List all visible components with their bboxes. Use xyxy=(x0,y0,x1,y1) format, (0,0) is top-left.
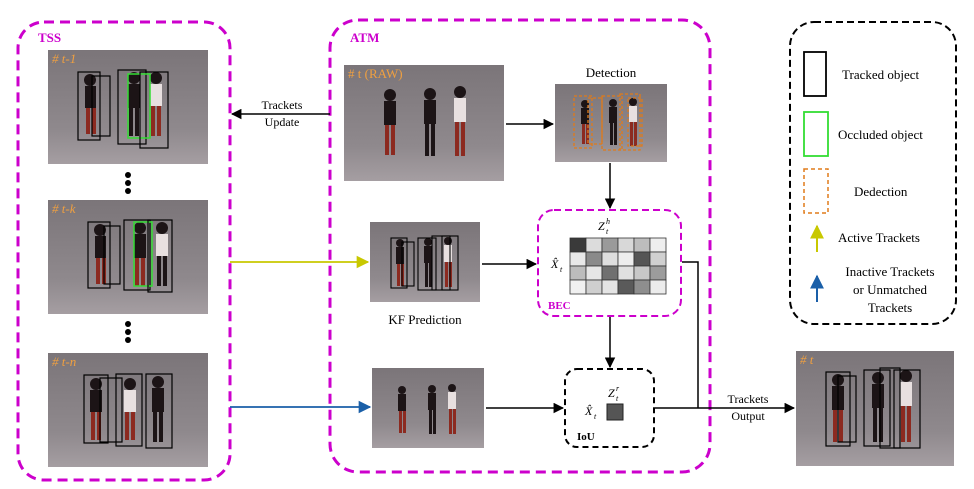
bec-matrix-cell xyxy=(585,279,603,295)
legend-tracked-swatch xyxy=(803,51,827,97)
frame-t-minus-n: # t-n xyxy=(48,353,208,467)
frame-output: # t xyxy=(796,351,954,466)
legend-inactive-line3: Trackets xyxy=(868,300,912,315)
iou-label: IoU xyxy=(577,431,595,443)
bec-label: BEC xyxy=(548,300,571,312)
bec-matrix-cell xyxy=(601,265,619,281)
tss-label: TSS xyxy=(38,30,61,45)
line-bec-to-output xyxy=(682,261,699,408)
z-h-symbol: Z h t xyxy=(598,217,610,236)
bec-box xyxy=(537,209,682,317)
ellipsis-dots-upper xyxy=(125,172,131,194)
bec-matrix-cell xyxy=(633,251,651,267)
frame-t-minus-1: # t-1 xyxy=(48,50,208,164)
atm-label: ATM xyxy=(350,30,379,45)
bec-matrix-cell xyxy=(585,265,603,281)
bec-matrix-cell xyxy=(569,265,587,281)
atm-group-border xyxy=(328,18,712,474)
bec-matrix-cell xyxy=(633,279,651,295)
trackets-update-line1: Trackets xyxy=(262,98,303,112)
bec-matrix-cell xyxy=(585,237,603,253)
bec-matrix-cell xyxy=(633,265,651,281)
legend-inactive-line2: or Unmatched xyxy=(853,282,928,297)
frame-inactive xyxy=(372,368,484,448)
bec-matrix-cell xyxy=(617,237,635,253)
bec-matrix-cell xyxy=(601,237,619,253)
trackets-output-line1: Trackets xyxy=(728,392,769,406)
bec-matrix-cell xyxy=(649,237,667,253)
frame-t-minus-k-label: # t-k xyxy=(52,201,76,216)
legend-occluded-label: Occluded object xyxy=(838,127,923,142)
x-hat2-base: X̂ xyxy=(584,404,593,418)
bec-matrix-cell xyxy=(601,279,619,295)
legend-occluded-swatch xyxy=(803,111,829,157)
frame-detection xyxy=(555,84,667,162)
trackets-output-line2: Output xyxy=(731,409,765,423)
trackets-update-line2: Update xyxy=(265,115,300,129)
legend-inactive-line1: Inactive Trackets xyxy=(845,264,934,279)
x-hat-base: X̂ xyxy=(550,257,559,271)
bec-matrix-cell xyxy=(617,251,635,267)
bec-matrix-cell xyxy=(633,237,651,253)
x-hat-symbol-bec: X̂ t xyxy=(550,257,563,274)
z-h-sup: h xyxy=(606,217,610,226)
frame-kf-prediction xyxy=(370,222,480,302)
z-r-sup: r xyxy=(616,384,620,393)
legend-tracked-label: Tracked object xyxy=(842,67,920,82)
x-hat-symbol-iou: X̂ t xyxy=(584,404,597,421)
z-r-sub: t xyxy=(616,394,619,403)
tss-group-border xyxy=(16,20,232,482)
bec-matrix-cell xyxy=(649,279,667,295)
bec-matrix-cell xyxy=(649,251,667,267)
bec-matrix-cell xyxy=(569,279,587,295)
frame-raw: # t (RAW) xyxy=(344,65,504,181)
bec-matrix-cell xyxy=(649,265,667,281)
x-hat2-sub: t xyxy=(594,412,597,421)
frame-t-minus-k: # t-k xyxy=(48,200,208,314)
legend-box xyxy=(789,21,957,325)
legend-active-label: Active Trackets xyxy=(838,230,920,245)
legend-detection-swatch xyxy=(803,168,829,214)
z-h-sub: t xyxy=(606,227,609,236)
iou-matrix-cell xyxy=(606,403,624,421)
bec-matrix-cell xyxy=(569,251,587,267)
bec-matrix-cell xyxy=(617,279,635,295)
x-hat-sub: t xyxy=(560,265,563,274)
z-r-base: Z xyxy=(608,386,615,400)
ellipsis-dots-lower xyxy=(125,321,131,343)
legend-detection-label: Dedection xyxy=(854,184,908,199)
bec-matrix-cell xyxy=(569,237,587,253)
frame-raw-label: # t (RAW) xyxy=(348,66,403,81)
iou-box xyxy=(564,368,655,448)
frame-output-label: # t xyxy=(800,352,814,367)
z-h-base: Z xyxy=(598,219,605,233)
bec-matrix-cell xyxy=(601,251,619,267)
z-r-symbol: Z r t xyxy=(608,384,620,403)
bec-matrix-cell xyxy=(617,265,635,281)
bec-matrix-cell xyxy=(585,251,603,267)
kf-prediction-label: KF Prediction xyxy=(388,312,462,327)
frame-t-minus-1-label: # t-1 xyxy=(52,51,76,66)
detection-title: Detection xyxy=(586,65,637,80)
frame-t-minus-n-label: # t-n xyxy=(52,354,76,369)
bec-matrix xyxy=(569,237,667,295)
